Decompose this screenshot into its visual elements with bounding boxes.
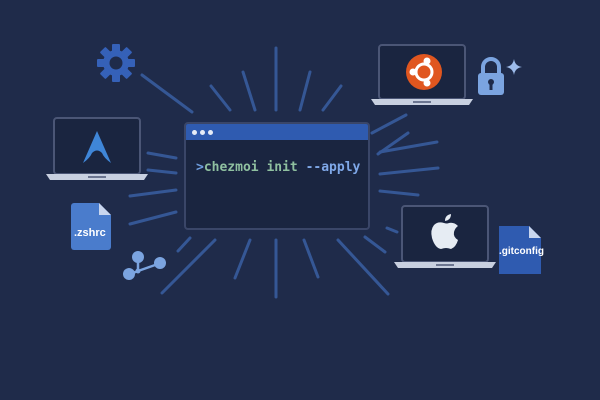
terminal-window: >chezmoi init --apply bbox=[184, 122, 370, 230]
gear-icon bbox=[97, 44, 135, 82]
sparkle-icon bbox=[506, 59, 522, 75]
window-dot bbox=[192, 129, 197, 135]
prompt-symbol: > bbox=[196, 160, 204, 175]
arch-icon bbox=[83, 131, 111, 163]
command-text: chezmoi init bbox=[203, 160, 298, 175]
terminal-command-line: >chezmoi init --apply bbox=[186, 140, 368, 175]
gitconfig-label: .gitconfig bbox=[499, 246, 544, 257]
mac-laptop bbox=[394, 205, 496, 268]
window-dot bbox=[200, 129, 205, 135]
command-flag: --apply bbox=[305, 160, 361, 175]
zshrc-label: .zshrc bbox=[74, 227, 106, 239]
apple-icon bbox=[431, 214, 458, 249]
arch-laptop bbox=[46, 117, 148, 180]
window-dot bbox=[208, 129, 213, 135]
ubuntu-laptop bbox=[371, 44, 473, 105]
ubuntu-icon bbox=[406, 54, 442, 90]
gitconfig-file: .gitconfig bbox=[497, 226, 544, 274]
zshrc-file: .zshrc bbox=[71, 203, 111, 250]
lock-icon bbox=[478, 57, 504, 95]
git-branch-icon bbox=[123, 251, 166, 280]
terminal-titlebar bbox=[186, 124, 368, 140]
